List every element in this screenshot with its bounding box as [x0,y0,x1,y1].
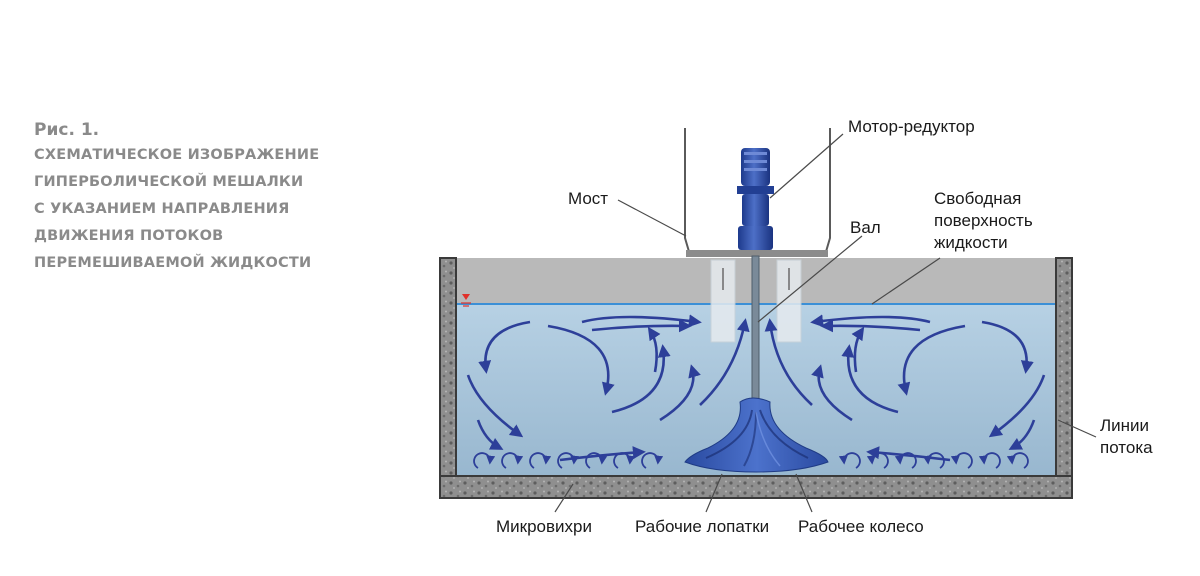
figure-caption: Рис. 1. Схематическое изображение гиперб… [34,118,364,277]
label-flow-lines-1: Линии [1100,416,1149,435]
micro-vortices [473,452,1029,469]
label-motor-reducer: Мотор-редуктор [848,117,975,136]
label-bridge: Мост [568,189,608,208]
figure-number: Рис. 1. [34,120,100,140]
label-impeller: Рабочее колесо [798,517,924,536]
label-free-surface-1: Свободная [934,189,1021,208]
impeller [684,397,829,473]
label-micro-vortices: Микровихри [496,517,592,536]
label-free-surface-2: поверхность [934,211,1033,230]
label-blades: Рабочие лопатки [635,517,769,536]
figure-title: Схематическое изображение гиперболическо… [34,147,320,271]
bridge [684,128,831,257]
label-flow-lines-2: потока [1100,438,1153,457]
tank [439,257,1073,499]
label-free-surface-3: жидкости [934,233,1008,252]
water-level-icon [461,294,471,307]
label-shaft: Вал [850,218,881,237]
flow-lines-left [466,314,750,462]
shaft [751,255,760,403]
motor-reducer [737,148,774,250]
leader-lines [554,133,1097,513]
